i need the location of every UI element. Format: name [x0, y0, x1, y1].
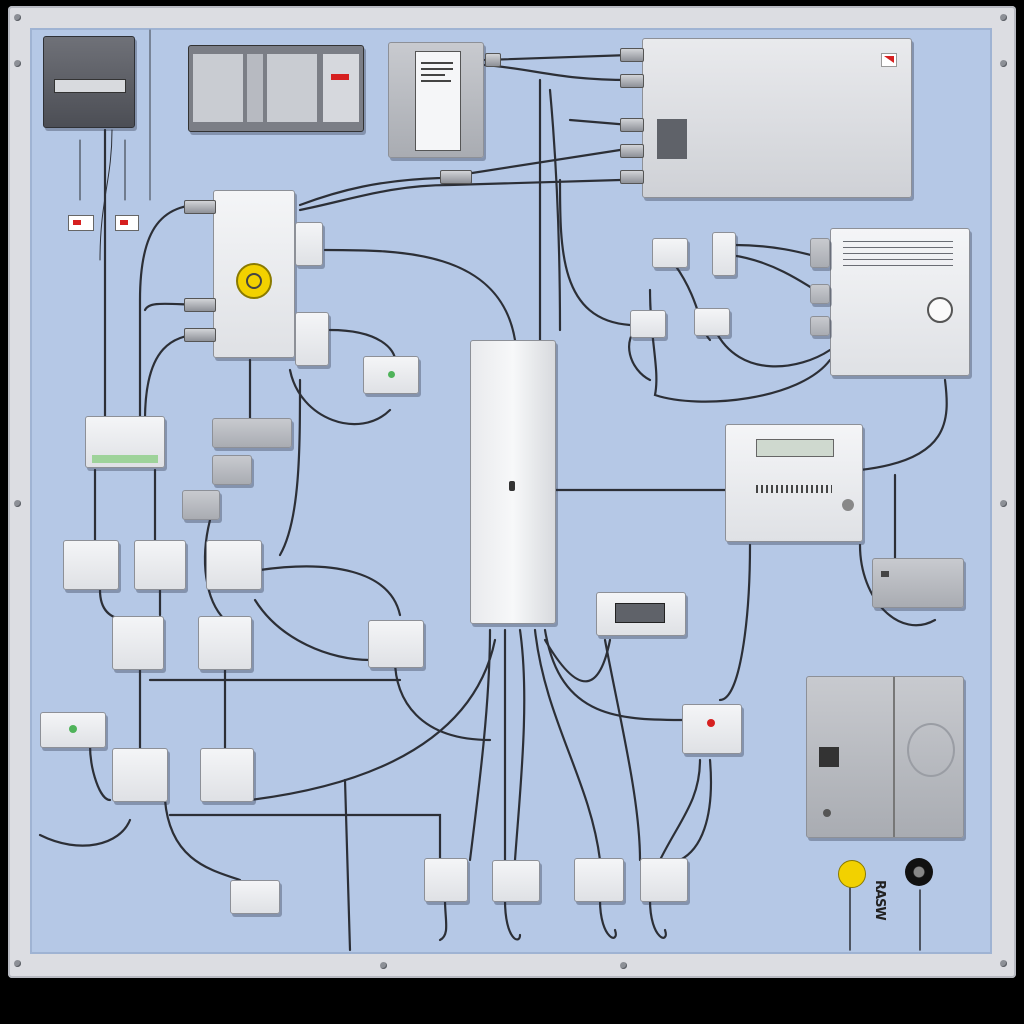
cable-gland: [184, 298, 216, 312]
gauge-icon: [927, 297, 953, 323]
frame-screw: [1000, 960, 1007, 967]
frame-screw: [14, 960, 21, 967]
breaker-module: [193, 54, 243, 122]
knob-icon: [842, 499, 854, 511]
cable-gland: [485, 53, 501, 67]
central-cabinet: [470, 340, 556, 624]
frame-screw: [1000, 14, 1007, 21]
controller-box: [388, 42, 484, 158]
io-module: [368, 620, 424, 668]
terminal-label-strip: [92, 455, 158, 463]
io-module: [112, 748, 168, 802]
mounting-bracket: [182, 490, 220, 520]
warning-badge-icon: [881, 53, 897, 67]
cable-gland: [620, 144, 644, 158]
side-terminal: [295, 222, 323, 266]
io-module: [640, 858, 688, 902]
vent-grille: [756, 485, 832, 493]
mounting-bracket: [212, 455, 252, 485]
meter-display: [54, 79, 126, 93]
io-module: [206, 540, 262, 590]
relay-module: [712, 232, 736, 276]
frame-screw: [14, 14, 21, 21]
terminal-module: [85, 416, 165, 468]
key-switch-icon: [509, 481, 515, 491]
cabinet-screw: [823, 809, 831, 817]
dark-meter-box: [43, 36, 135, 128]
breaker-module: [267, 54, 317, 122]
red-tag-left: [68, 215, 94, 231]
io-module: [112, 616, 164, 670]
cable-gland: [440, 170, 472, 184]
io-module: [134, 540, 186, 590]
red-tag-right: [115, 215, 139, 231]
io-module: [424, 858, 468, 902]
side-terminal: [810, 238, 830, 268]
grey-terminal-box: [872, 558, 964, 608]
cable-gland: [184, 200, 216, 214]
cable-gland: [620, 170, 644, 184]
io-module: [492, 860, 540, 902]
cabinet-lock: [819, 747, 839, 767]
status-led: [707, 719, 715, 727]
corner-label: RASW: [872, 880, 887, 920]
cable-gland: [620, 74, 644, 88]
ventilated-unit-display: [756, 439, 834, 457]
ventilated-unit: [725, 424, 863, 542]
breaker-module: [323, 54, 359, 122]
control-box-label: [843, 241, 953, 271]
emergency-button-icon[interactable]: [838, 860, 866, 888]
cable-gland: [184, 328, 216, 342]
main-enclosure: [642, 38, 912, 198]
io-module: [40, 712, 106, 748]
control-box: [830, 228, 970, 376]
side-terminal: [810, 316, 830, 336]
frame-screw: [620, 962, 627, 969]
side-terminal: [295, 312, 329, 366]
io-module: [200, 748, 254, 802]
frame-screw: [1000, 500, 1007, 507]
lcd-screen: [615, 603, 665, 623]
frame-screw: [1000, 60, 1007, 67]
frame-screw: [14, 500, 21, 507]
breaker-panel: [188, 45, 364, 132]
io-module: [230, 880, 280, 914]
cable-gland: [620, 118, 644, 132]
io-module: [63, 540, 119, 590]
io-module: [574, 858, 624, 902]
junction-box: [213, 190, 295, 358]
cabinet-handle: [907, 723, 955, 777]
frame-screw: [14, 60, 21, 67]
knob-icon[interactable]: [905, 858, 933, 886]
breaker-warning-strip: [331, 74, 349, 80]
io-module: [198, 616, 252, 670]
cable-gland: [620, 48, 644, 62]
side-terminal: [810, 284, 830, 304]
breaker-module: [247, 54, 263, 122]
mounting-bracket: [212, 418, 292, 448]
signal-module: [363, 356, 419, 394]
enclosure-window: [657, 119, 687, 159]
display-module: [596, 592, 686, 636]
frame-screw: [380, 962, 387, 969]
relay-module: [694, 308, 730, 336]
status-led: [69, 725, 77, 733]
grey-cabinet: [806, 676, 964, 838]
relay-module: [630, 310, 666, 338]
controller-door: [415, 51, 461, 151]
relay-module: [652, 238, 688, 268]
warning-badge-icon: [236, 263, 272, 299]
io-module: [682, 704, 742, 754]
status-led: [388, 371, 395, 378]
